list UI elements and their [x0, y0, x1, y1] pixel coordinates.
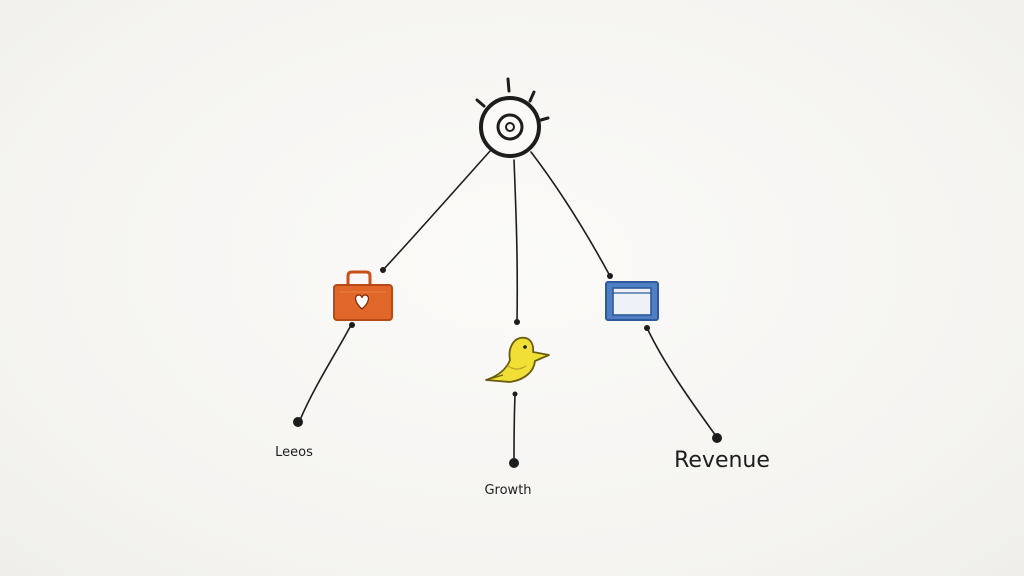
dot [509, 458, 519, 468]
connector-middle-label [513, 394, 516, 463]
dot [514, 319, 520, 325]
dot [512, 391, 518, 397]
dot [712, 433, 722, 443]
connector-center-middle [513, 159, 519, 323]
bird-icon [485, 336, 550, 383]
connector-left-label [299, 326, 351, 421]
connector-center-left [382, 149, 492, 271]
window-screen-icon [605, 281, 659, 321]
connector-center-right [530, 151, 611, 277]
dot [293, 417, 303, 427]
label-revenue: Revenue [674, 448, 770, 473]
dot [349, 322, 355, 328]
label-growth: Growth [484, 483, 531, 498]
connector-dots [293, 267, 722, 468]
sun-target-icon [475, 77, 550, 158]
connector-right-label [647, 329, 717, 437]
briefcase-heart-icon [333, 270, 393, 321]
dot [644, 325, 650, 331]
dot [380, 267, 386, 273]
label-leeos: Leeos [275, 445, 313, 460]
dot [607, 273, 613, 279]
connectors [299, 149, 717, 463]
